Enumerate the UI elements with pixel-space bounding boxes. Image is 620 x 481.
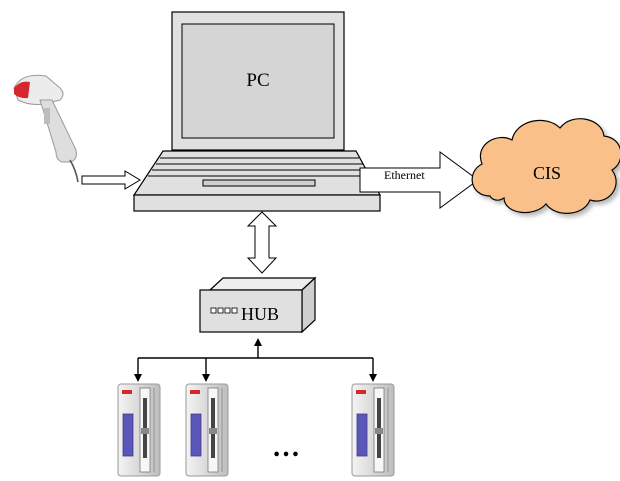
pc-screen: [181, 23, 335, 139]
ethernet-label: Ethernet: [384, 168, 425, 182]
hub-label: HUB: [241, 304, 279, 324]
infusion-pump-icon: [185, 383, 229, 477]
scanner-to-pc-arrow: [81, 170, 141, 190]
pc-base: [133, 194, 381, 212]
hub-bus: [134, 338, 377, 382]
cis-label: CIS: [533, 163, 561, 183]
infusion-pump-icon: [351, 383, 395, 477]
infusion-pump-icon: [117, 383, 161, 477]
pumps-ellipsis: …: [272, 432, 300, 463]
pc-label: PC: [246, 70, 269, 91]
pc-laptop: PC: [132, 11, 382, 212]
hub-ports: [210, 307, 238, 314]
pc-hub-double-arrow: [246, 211, 278, 274]
pc-touchpad: [202, 179, 316, 187]
ethernet-arrow: [359, 151, 479, 209]
barcode-scanner-icon: [13, 74, 79, 183]
hub: HUB: [199, 276, 317, 334]
